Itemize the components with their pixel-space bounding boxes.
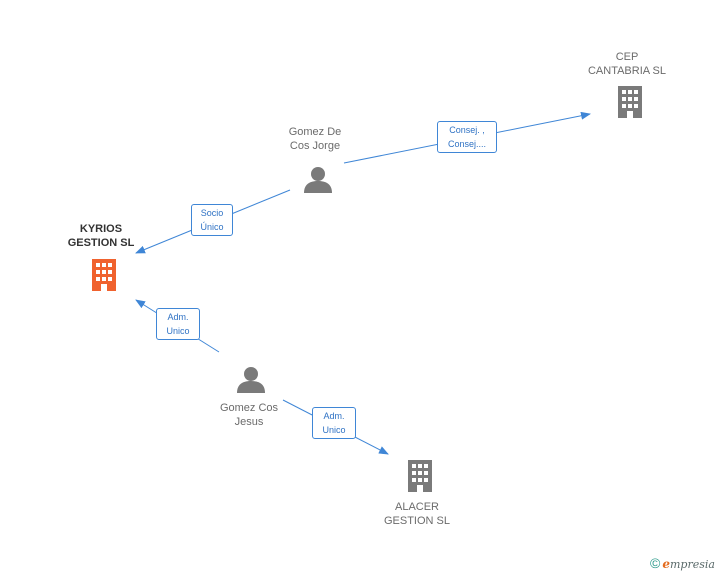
edge-label-socio-unico[interactable]: Socio Único xyxy=(191,204,233,236)
edge-label-line: Adm. xyxy=(323,411,345,421)
node-label-line: Cos Jorge xyxy=(289,140,341,152)
edge-label-line: Unico xyxy=(166,326,190,336)
edge-label-adm-unico[interactable]: Adm. Unico xyxy=(156,308,200,340)
node-label-line: Gomez De xyxy=(288,126,342,138)
node-label-gomez-cos-jesus[interactable]: Gomez Cos Jesus xyxy=(204,401,294,429)
edge-label-line: Unico xyxy=(322,425,346,435)
edge-label-adm-unico[interactable]: Adm. Unico xyxy=(312,407,356,439)
copyright-icon: © xyxy=(650,555,661,571)
node-label-line: KYRIOS xyxy=(79,223,123,235)
edge-label-line: Socio xyxy=(200,208,224,218)
node-label-line: GESTION SL xyxy=(67,237,135,249)
brand-initial: e xyxy=(662,557,670,571)
person-icon[interactable] xyxy=(237,367,265,393)
copyright-footer[interactable]: ©empresia xyxy=(650,555,715,571)
brand-name: mpresia xyxy=(669,558,715,571)
node-label-line: CANTABRIA SL xyxy=(587,65,667,77)
node-label-line: Gomez Cos xyxy=(219,402,279,414)
node-label-gomez-de-cos-jorge[interactable]: Gomez De Cos Jorge xyxy=(270,125,360,153)
edge-label-line: Consej. , xyxy=(449,125,485,135)
node-label-line: GESTION SL xyxy=(383,515,451,527)
edge-label-line: Único xyxy=(200,222,224,232)
building-icon[interactable] xyxy=(615,86,645,118)
node-label-line: Jesus xyxy=(234,416,264,428)
edge-label-consej[interactable]: Consej. , Consej.... xyxy=(437,121,497,153)
node-label-cep-cantabria[interactable]: CEP CANTABRIA SL xyxy=(582,50,672,78)
node-label-kyrios-gestion[interactable]: KYRIOS GESTION SL xyxy=(56,222,146,250)
node-label-line: ALACER xyxy=(394,501,440,513)
building-icon[interactable] xyxy=(92,259,116,291)
node-label-alacer-gestion[interactable]: ALACER GESTION SL xyxy=(372,500,462,528)
edge-label-line: Consej.... xyxy=(447,139,487,149)
node-label-line: CEP xyxy=(615,51,639,63)
building-icon[interactable] xyxy=(408,460,432,492)
person-icon[interactable] xyxy=(304,167,332,193)
edge-label-line: Adm. xyxy=(167,312,189,322)
